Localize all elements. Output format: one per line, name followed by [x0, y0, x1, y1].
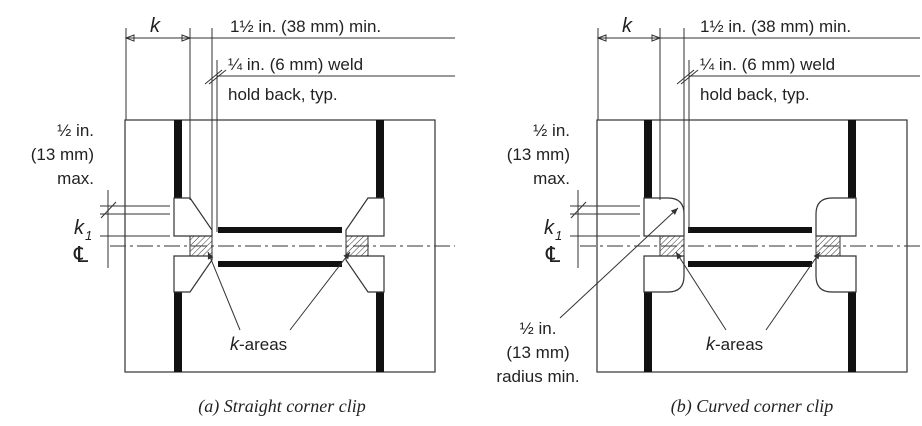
holdback-line-2: hold back, typ. [700, 85, 810, 104]
k1-label: k [74, 217, 85, 239]
radius-line-2: (13 mm) [506, 343, 569, 362]
holdback-line-1: ¼ in. (6 mm) weld [700, 55, 835, 74]
k-area-leader-right [289, 251, 351, 331]
max-line-1: ½ in. [57, 121, 94, 140]
radius-line-1: ½ in. [520, 319, 557, 338]
clip-bottom-left [643, 255, 685, 293]
clip-top-right [815, 197, 857, 237]
centerline-symbol: ℄ [73, 242, 89, 267]
right-flange-bottom [376, 292, 384, 372]
left-flange-bottom [644, 292, 652, 372]
stiffener-bottom [218, 261, 342, 267]
stiffener-bottom [688, 261, 812, 267]
max-line-2: (13 mm) [507, 145, 570, 164]
radius-line-3: radius min. [496, 367, 579, 386]
left-flange-top [174, 120, 182, 198]
right-flange-top [376, 120, 384, 198]
caption-a: (a) Straight corner clip [198, 396, 365, 417]
stiffener-top [218, 227, 342, 233]
radius-leader [559, 207, 679, 319]
dim-length-label: 1½ in. (38 mm) min. [700, 17, 851, 36]
k-areas-label: k-areas [230, 334, 287, 354]
clip-top-right [345, 197, 385, 237]
k-area-leader-left [207, 251, 241, 331]
k-area-leader-left [675, 251, 727, 331]
right-flange-top [848, 120, 856, 198]
k1-label: k [544, 217, 555, 239]
dim-k-label: k [622, 15, 633, 37]
max-line-1: ½ in. [533, 121, 570, 140]
dim-k-label: k [150, 15, 161, 37]
left-flange-top [644, 120, 652, 198]
centerline-symbol: ℄ [545, 242, 561, 267]
holdback-line-2: hold back, typ. [228, 85, 338, 104]
k-area-leader-right [765, 251, 821, 331]
clip-top-left [643, 197, 685, 237]
k1-sub: 1 [85, 228, 92, 243]
max-line-3: max. [57, 169, 94, 188]
panel-a-straight-clip: k 1½ in. (38 mm) min. ¼ in. (6 mm) weld … [31, 15, 455, 417]
clip-bottom-right [815, 255, 857, 293]
stiffener-top [688, 227, 812, 233]
k1-sub: 1 [555, 228, 562, 243]
clip-top-left [173, 197, 213, 237]
panel-b-curved-clip: k 1½ in. (38 mm) min. ¼ in. (6 mm) weld … [496, 15, 920, 417]
right-flange-bottom [848, 292, 856, 372]
max-line-3: max. [533, 169, 570, 188]
k-areas-label: k-areas [706, 334, 763, 354]
max-line-2: (13 mm) [31, 145, 94, 164]
caption-b: (b) Curved corner clip [671, 396, 833, 417]
dim-length-label: 1½ in. (38 mm) min. [230, 17, 381, 36]
holdback-line-1: ¼ in. (6 mm) weld [228, 55, 363, 74]
left-flange-bottom [174, 292, 182, 372]
